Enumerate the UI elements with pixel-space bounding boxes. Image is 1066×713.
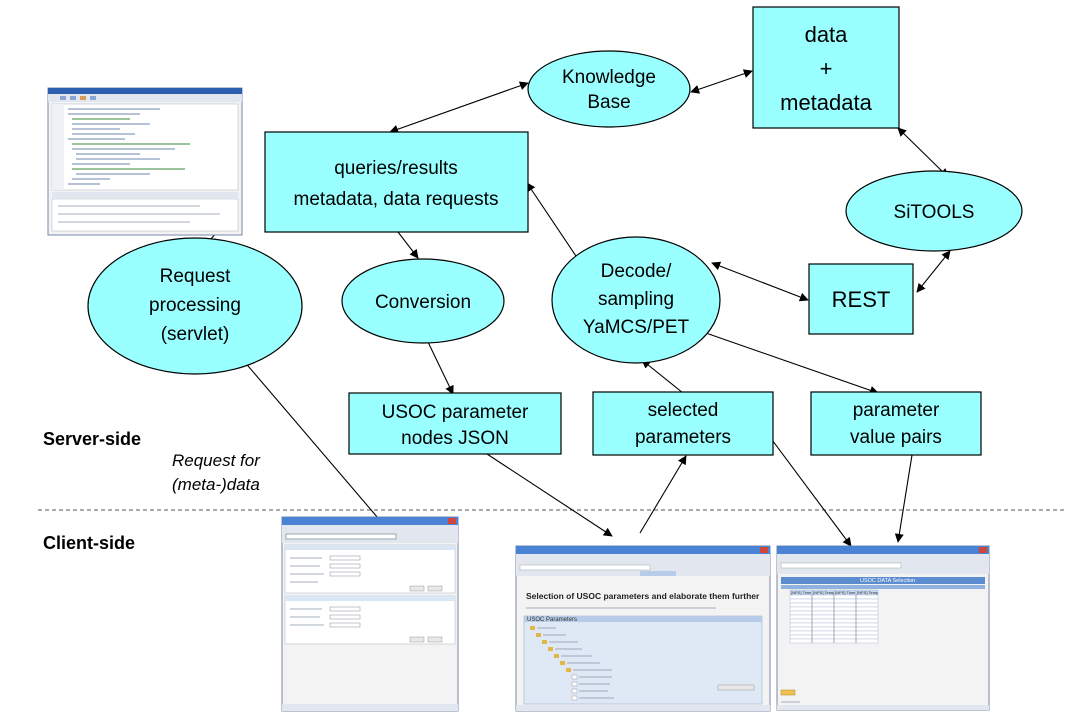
decode-sampling-line-1: Decode/ xyxy=(601,261,672,282)
arrow-pairs-client xyxy=(894,454,913,543)
arrow-conversion-usoc xyxy=(427,341,454,395)
queries-results-line-2: metadata, data requests xyxy=(294,189,499,210)
selected-parameters-line-1: selected xyxy=(648,400,719,421)
arrow-decode-pairs xyxy=(702,331,879,395)
table-col-1: [NPS] Time xyxy=(791,590,812,595)
node-usoc-nodes: USOC parameter nodes JSON xyxy=(348,392,562,455)
data-metadata-line-1: data xyxy=(805,22,849,47)
node-data-metadata: data + metadata xyxy=(752,6,900,129)
arrows xyxy=(206,69,951,547)
request-for-label-line-1: Request for xyxy=(172,451,261,470)
arrow-selected-decode xyxy=(641,359,684,394)
parameter-value-pairs-line-2: value pairs xyxy=(850,427,942,448)
node-knowledge-base: Knowledge Base xyxy=(527,50,691,128)
usoc-window-heading: Selection of USOC parameters and elabora… xyxy=(526,591,760,601)
usoc-nodes-line-2: nodes JSON xyxy=(401,428,509,449)
knowledge-base-line-2: Base xyxy=(587,92,630,113)
node-request-processing: Request processing (servlet) xyxy=(87,237,303,375)
server-side-label: Server-side xyxy=(43,429,141,449)
table-window-heading: USOC DATA Selection xyxy=(860,578,915,584)
client-data-table-screenshot: USOC DATA Selection [NPS] Time [NPS] Tem… xyxy=(776,545,990,711)
client-usoc-tree-screenshot: Selection of USOC parameters and elabora… xyxy=(515,545,771,712)
usoc-panel-label: USOC Parameters xyxy=(527,617,577,623)
table-col-4: [NPS] Temp xyxy=(857,590,879,595)
data-metadata-line-2: + xyxy=(820,56,833,81)
table-col-2: [NPS] Temp xyxy=(813,590,835,595)
code-editor-screenshot xyxy=(47,87,243,236)
arrow-sitools-rest xyxy=(916,250,951,293)
rest-label: REST xyxy=(832,287,891,312)
arrow-rest-decode xyxy=(711,261,809,302)
data-table: [NPS] Time [NPS] Temp [NPS] Time [NPS] T… xyxy=(789,589,879,644)
selected-parameters-line-2: parameters xyxy=(635,427,731,448)
parameter-value-pairs-line-1: parameter xyxy=(853,400,940,421)
arrow-knowledge-base-data xyxy=(690,69,753,94)
conversion-label: Conversion xyxy=(375,292,471,313)
client-form-screenshot xyxy=(281,516,459,712)
arrow-client-selected xyxy=(639,455,687,534)
data-metadata-line-3: metadata xyxy=(780,90,872,115)
node-decode-sampling: Decode/ sampling YaMCS/PET xyxy=(551,236,721,364)
usoc-nodes-line-1: USOC parameter xyxy=(382,402,529,423)
node-conversion: Conversion xyxy=(341,258,505,344)
node-selected-parameters: selected parameters xyxy=(592,391,774,456)
request-processing-line-3: (servlet) xyxy=(161,324,230,345)
node-parameter-value-pairs: parameter value pairs xyxy=(810,391,982,456)
arrow-client-request xyxy=(230,345,379,519)
request-for-label-line-2: (meta-)data xyxy=(172,475,260,494)
arrow-queries-knowledge-base xyxy=(389,81,529,134)
arrow-data-sitools xyxy=(897,127,949,178)
node-queries-results: queries/results metadata, data requests xyxy=(264,131,529,233)
decode-sampling-line-3: YaMCS/PET xyxy=(583,317,690,338)
node-sitools: SiTOOLS xyxy=(845,170,1023,252)
client-side-label: Client-side xyxy=(43,533,135,553)
arrow-queries-decode xyxy=(526,182,585,269)
request-processing-line-1: Request xyxy=(160,266,231,287)
arrow-queries-conversion xyxy=(397,231,419,259)
sitools-label: SiTOOLS xyxy=(894,202,975,223)
arrow-usoc-client xyxy=(486,453,613,537)
queries-results-line-1: queries/results xyxy=(334,158,458,179)
decode-sampling-line-2: sampling xyxy=(598,289,674,310)
node-rest: REST xyxy=(808,263,914,335)
knowledge-base-line-1: Knowledge xyxy=(562,67,656,88)
table-col-3: [NPS] Time xyxy=(835,590,856,595)
request-processing-line-2: processing xyxy=(149,295,241,316)
